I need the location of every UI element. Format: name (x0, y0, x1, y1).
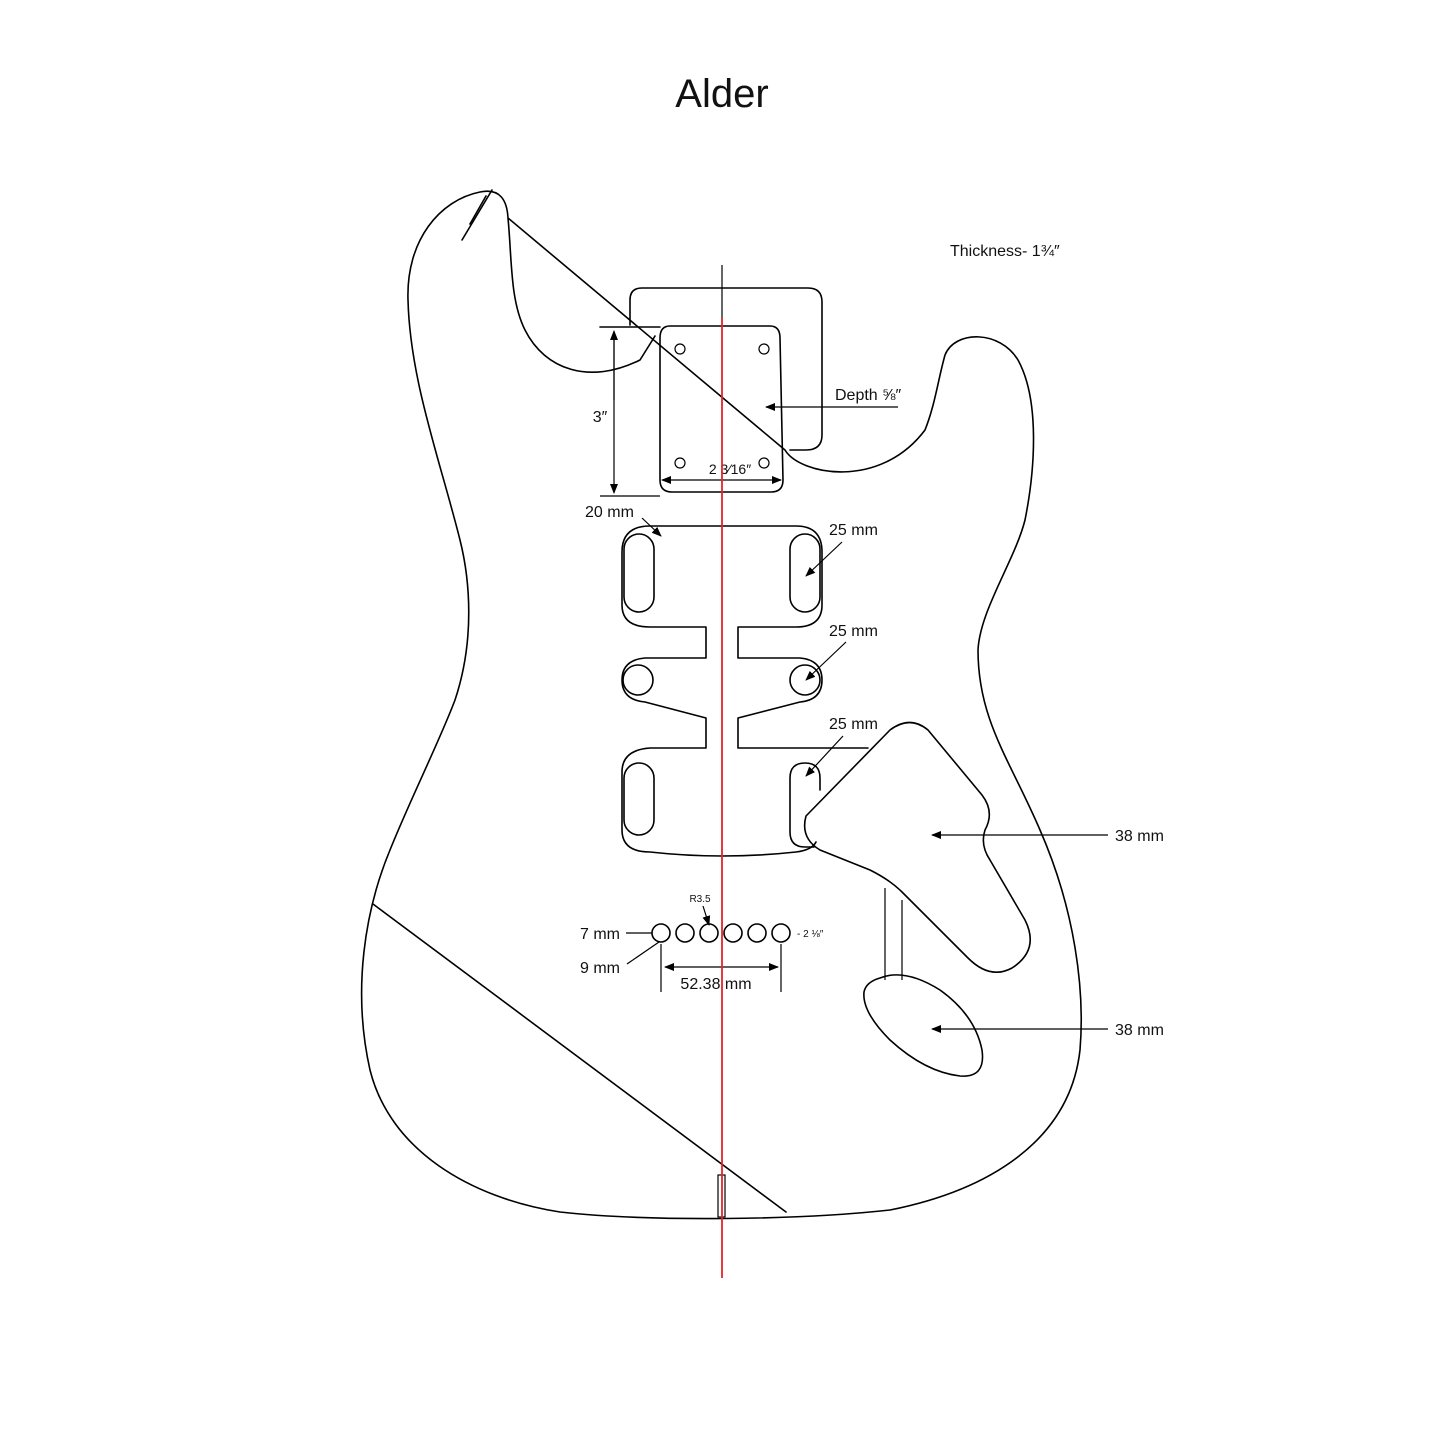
string-hole (699, 923, 719, 943)
belly-contour-line (372, 903, 787, 1213)
neck-screw-hole (674, 457, 686, 469)
string-hole (771, 923, 791, 943)
pickup-route (621, 525, 869, 857)
neck-screw-hole (758, 343, 770, 355)
string-hole-outer-label: 9 mm (580, 960, 620, 977)
strap-pin-line (461, 189, 493, 241)
string-hole-radius-label: R3.5 (689, 894, 711, 905)
string-hole (651, 923, 671, 943)
neck-screw-hole (758, 457, 770, 469)
control-cavity-label: 38 mm (1115, 828, 1164, 845)
page-title: Alder (675, 72, 768, 116)
radius-arrow (641, 517, 662, 537)
bridge-pickup-arrow (805, 735, 844, 777)
bridge-pickup-slot-right (789, 762, 821, 848)
neck-pickup-slot-left (623, 533, 655, 613)
string-hole-inner-label: 7 mm (580, 926, 620, 943)
jack-cavity (863, 974, 984, 1077)
string-holes (651, 923, 791, 943)
outer-hole-leader (626, 941, 660, 965)
string-hole (723, 923, 743, 943)
neck-route-outer (629, 287, 823, 451)
neck-pocket (659, 325, 784, 493)
string-spacing-in-label: - 2 ⅛″ (797, 929, 824, 940)
thickness-label: Thickness- 1¾″ (950, 243, 1060, 260)
neck-screw-hole (674, 343, 686, 355)
neck-width-label: 2 3⁄16″ (709, 461, 751, 477)
middle-pickup-hole-left (622, 664, 654, 696)
bridge-pickup-label: 25 mm (829, 716, 878, 733)
jack-cavity-label: 38 mm (1115, 1022, 1164, 1039)
bridge-pickup-slot-left (623, 762, 655, 836)
radius-leader (702, 905, 711, 926)
strap-pin-line-2 (469, 195, 487, 225)
neck-pickup-arrow (805, 541, 843, 577)
neck-pickup-slot-right (789, 533, 821, 613)
depth-label: Depth ⅝″ (835, 387, 901, 404)
middle-pickup-hole-right (789, 664, 821, 696)
middle-pickup-label: 25 mm (829, 623, 878, 640)
string-hole (675, 923, 695, 943)
pickup-radius-label: 20 mm (585, 504, 634, 521)
middle-pickup-arrow (805, 641, 847, 681)
string-spacing-mm-label: 52.38 mm (680, 976, 751, 993)
neck-length-label: 3″ (593, 409, 608, 426)
body-outline (360, 190, 1082, 1220)
string-hole (747, 923, 767, 943)
neck-pickup-label: 25 mm (829, 522, 878, 539)
control-cavity (803, 721, 1032, 974)
